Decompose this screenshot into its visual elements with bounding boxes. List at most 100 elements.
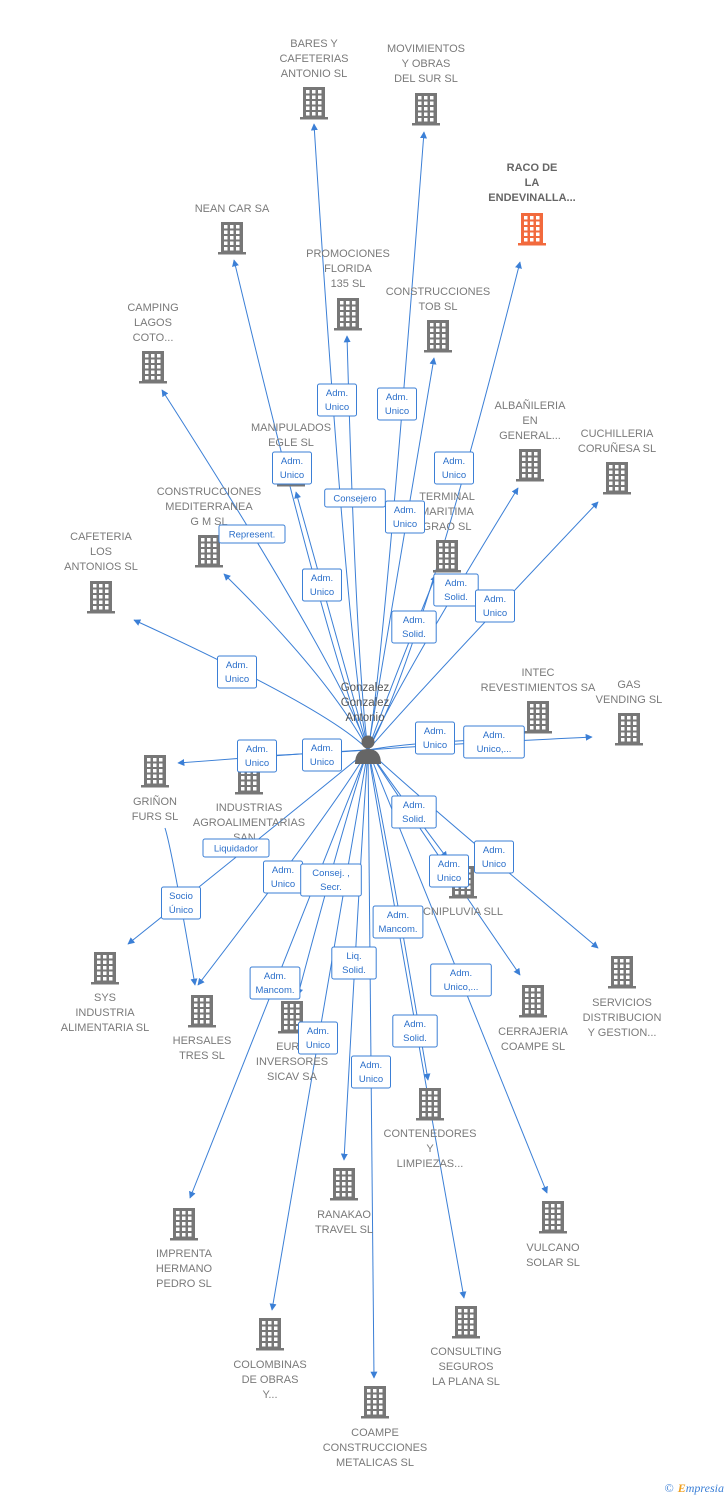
relation-label-consulting: Adm.Solid. bbox=[392, 1014, 438, 1048]
relation-label-sys: Liquidador bbox=[202, 838, 270, 858]
building-icon[interactable] bbox=[518, 213, 546, 246]
building-icon[interactable] bbox=[141, 755, 169, 788]
building-icon[interactable] bbox=[334, 298, 362, 331]
building-icon[interactable] bbox=[539, 1201, 567, 1234]
relation-label-text: Adm. bbox=[484, 594, 506, 605]
building-icon[interactable] bbox=[433, 540, 461, 573]
brand-name: mpresia bbox=[685, 1481, 724, 1495]
company-label-line: MOVIMIENTOS bbox=[387, 43, 465, 55]
relation-label-text: Unico bbox=[482, 859, 506, 870]
company-label-line: FLORIDA bbox=[324, 263, 372, 275]
company-label-line: DISTRIBUCION bbox=[583, 1012, 662, 1024]
relation-label-text: Unico bbox=[325, 402, 349, 413]
building-icon[interactable] bbox=[519, 985, 547, 1018]
company-label-line: METALICAS SL bbox=[336, 1457, 414, 1469]
person-icon bbox=[361, 735, 375, 749]
person-icon-body bbox=[355, 749, 381, 764]
company-label-line: LOS bbox=[90, 546, 112, 558]
building-icon[interactable] bbox=[516, 449, 544, 482]
company-label-line: CONTENEDORES bbox=[384, 1128, 477, 1140]
company-label-line: TERMINAL bbox=[419, 491, 475, 503]
building-icon[interactable] bbox=[608, 956, 636, 989]
company-label-nean[interactable]: NEAN CAR SA bbox=[195, 203, 270, 215]
company-label-line: MEDITERRANEA bbox=[165, 501, 253, 513]
building-icon[interactable] bbox=[278, 1001, 306, 1034]
company-label-line: Y GESTION... bbox=[588, 1027, 657, 1039]
building-icon[interactable] bbox=[91, 952, 119, 985]
building-icon[interactable] bbox=[361, 1386, 389, 1419]
company-label-line: CNIPLUVIA SLL bbox=[423, 906, 503, 918]
building-icon[interactable] bbox=[218, 222, 246, 255]
building-icon[interactable] bbox=[603, 462, 631, 495]
company-label-line: CUCHILLERIA bbox=[581, 428, 654, 440]
relation-label-text: Socio bbox=[169, 891, 193, 902]
relation-label-text: Adm. bbox=[387, 910, 409, 921]
company-label-line: Y bbox=[426, 1143, 434, 1155]
building-icon[interactable] bbox=[87, 581, 115, 614]
company-label-line: CAFETERIA bbox=[70, 531, 132, 543]
building-icon[interactable] bbox=[256, 1318, 284, 1351]
building-icon[interactable] bbox=[452, 1306, 480, 1339]
relation-label-text: Mancom. bbox=[255, 985, 294, 996]
company-label-contenedores[interactable]: CONTENEDORES Y LIMPIEZAS... bbox=[384, 1128, 477, 1170]
building-icon[interactable] bbox=[524, 701, 552, 734]
company-label-line: CONSTRUCCIONES bbox=[386, 286, 491, 298]
building-icon[interactable] bbox=[188, 995, 216, 1028]
building-icon[interactable] bbox=[412, 93, 440, 126]
building-icon[interactable] bbox=[300, 87, 328, 120]
company-label-line: INDUSTRIA bbox=[75, 1007, 135, 1019]
building-icon[interactable] bbox=[424, 320, 452, 353]
relation-label-text: Solid. bbox=[444, 592, 468, 603]
relation-label-industrias: Adm.Unico bbox=[302, 738, 342, 772]
edge-construcciones_med bbox=[223, 573, 369, 751]
building-icon[interactable] bbox=[416, 1088, 444, 1121]
building-icon[interactable] bbox=[170, 1208, 198, 1241]
company-label-line: GRIÑON bbox=[133, 795, 177, 808]
building-icon[interactable] bbox=[139, 351, 167, 384]
company-label-line: ANTONIO SL bbox=[281, 68, 347, 80]
edge-bares bbox=[310, 123, 369, 751]
relation-label-vulcano: Adm.Unico,... bbox=[430, 963, 492, 997]
relation-label-text: Represent. bbox=[229, 530, 275, 541]
company-label-cnipluvia[interactable]: CNIPLUVIA SLL bbox=[423, 906, 503, 918]
relation-label-manipulados: Adm.Unico bbox=[302, 568, 342, 602]
company-label-line: LIMPIEZAS... bbox=[397, 1158, 464, 1170]
relation-label-cuchilleria: Adm.Unico bbox=[475, 589, 515, 623]
building-icon[interactable] bbox=[330, 1168, 358, 1201]
person-name-line: Antonio bbox=[345, 712, 384, 724]
empresia-brand[interactable]: ©Empresia bbox=[665, 1481, 724, 1496]
building-icon[interactable] bbox=[615, 713, 643, 746]
relation-label-text: Consejero bbox=[333, 494, 376, 505]
relation-label-text: Adm. bbox=[424, 726, 446, 737]
building-icon[interactable] bbox=[195, 535, 223, 568]
relation-label-text: Adm. bbox=[246, 744, 268, 755]
